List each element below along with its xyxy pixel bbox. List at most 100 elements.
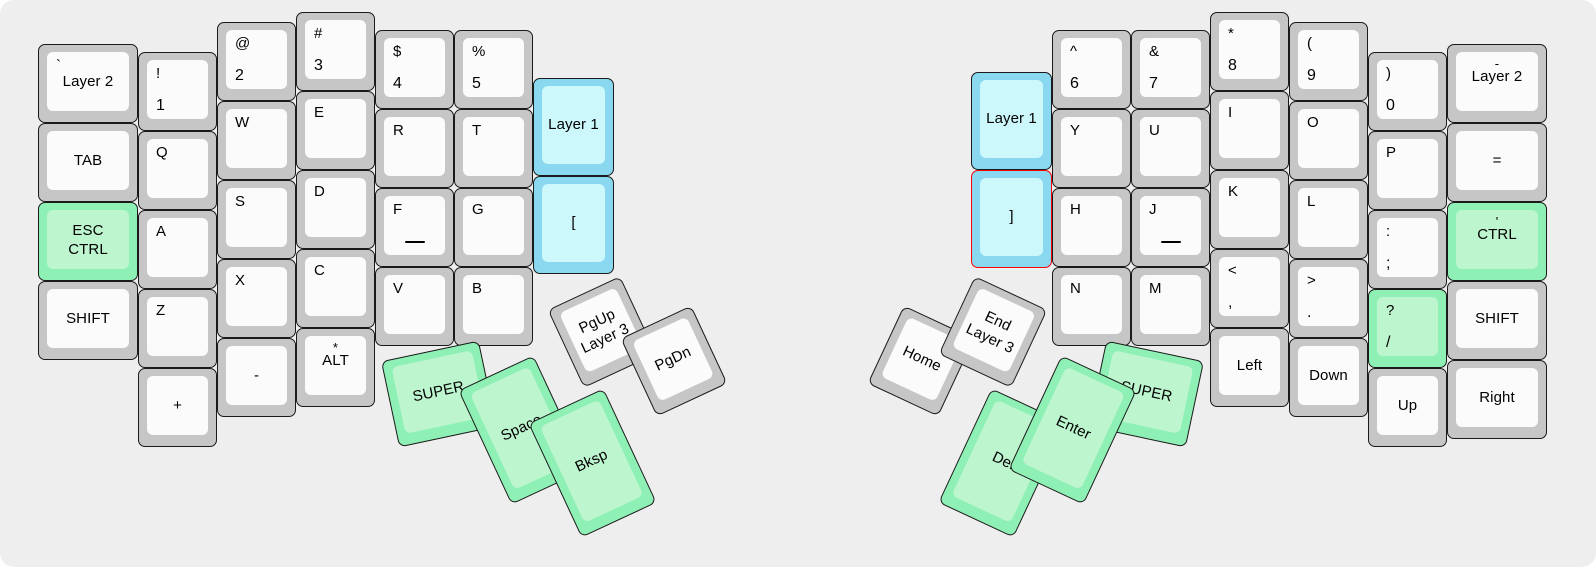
key-quote-ctrl[interactable]: 'CTRL xyxy=(1447,202,1547,281)
key-right[interactable]: Right xyxy=(1447,360,1547,439)
key-legend-center: Layer 1 xyxy=(986,110,1037,128)
key-layer1-right[interactable]: Layer 1 xyxy=(971,72,1052,170)
key-bracket-left[interactable]: [ xyxy=(533,176,614,274)
key-alt[interactable]: *ALT xyxy=(296,328,375,407)
keycap: X xyxy=(226,267,287,326)
key-4[interactable]: $4 xyxy=(375,30,454,109)
keycap: F xyxy=(384,196,445,255)
key-up[interactable]: Up xyxy=(1368,368,1447,447)
keycap: $4 xyxy=(384,38,445,97)
key-z[interactable]: Z xyxy=(138,289,217,368)
key-legend-center: ] xyxy=(1009,208,1014,226)
key-8[interactable]: *8 xyxy=(1210,12,1289,91)
key-x[interactable]: X xyxy=(217,259,296,338)
key-legend-top: % xyxy=(472,43,486,60)
keycap: Bksp xyxy=(539,399,644,523)
key-e[interactable]: E xyxy=(296,91,375,170)
key-9[interactable]: (9 xyxy=(1289,22,1368,101)
key-t[interactable]: T xyxy=(454,109,533,188)
key-7[interactable]: &7 xyxy=(1131,30,1210,109)
key-semicolon[interactable]: :; xyxy=(1368,210,1447,289)
keycap: O xyxy=(1298,109,1359,168)
key-legend-top: ! xyxy=(156,65,161,82)
key-3[interactable]: #3 xyxy=(296,12,375,91)
key-s[interactable]: S xyxy=(217,180,296,259)
key-legend-top: ^ xyxy=(1070,43,1078,60)
key-u[interactable]: U xyxy=(1131,109,1210,188)
key-l[interactable]: L xyxy=(1289,180,1368,259)
key-period[interactable]: >. xyxy=(1289,259,1368,338)
key-5[interactable]: %5 xyxy=(454,30,533,109)
key-tab[interactable]: TAB xyxy=(38,123,138,202)
key-legend-center: ALT xyxy=(322,352,349,370)
keycap: [ xyxy=(542,184,605,262)
key-shift-left[interactable]: SHIFT xyxy=(38,281,138,360)
key-v[interactable]: V xyxy=(375,267,454,346)
key-legend-bottom: 6 xyxy=(1070,75,1079,92)
key-legend-top: Q xyxy=(156,144,168,161)
key-j[interactable]: J xyxy=(1131,188,1210,267)
key-0[interactable]: )0 xyxy=(1368,52,1447,131)
keycap: ?/ xyxy=(1377,297,1438,356)
key-legend-center: SHIFT xyxy=(66,309,110,327)
key-h[interactable]: H xyxy=(1052,188,1131,267)
key-minus-layer2[interactable]: -Layer 2 xyxy=(1447,44,1547,123)
key-bracket-right[interactable]: ] xyxy=(971,170,1052,268)
key-legend-top: ? xyxy=(1386,302,1395,319)
key-equals[interactable]: = xyxy=(1447,123,1547,202)
key-grave-layer2[interactable]: `Layer 2 xyxy=(38,44,138,123)
key-q[interactable]: Q xyxy=(138,131,217,210)
keycap: T xyxy=(463,117,524,176)
key-legend-bottom: 2 xyxy=(235,67,244,84)
key-plus[interactable]: + xyxy=(138,368,217,447)
key-left[interactable]: Left xyxy=(1210,328,1289,407)
key-legend-top: X xyxy=(235,272,246,289)
key-legend-top: $ xyxy=(393,43,402,60)
key-a[interactable]: A xyxy=(138,210,217,289)
key-w[interactable]: W xyxy=(217,101,296,180)
key-p[interactable]: P xyxy=(1368,131,1447,210)
key-down[interactable]: Down xyxy=(1289,338,1368,417)
key-shift-right[interactable]: SHIFT xyxy=(1447,281,1547,360)
key-legend-top: R xyxy=(393,122,404,139)
key-y[interactable]: Y xyxy=(1052,109,1131,188)
key-i[interactable]: I xyxy=(1210,91,1289,170)
key-legend-top: P xyxy=(1386,144,1397,161)
key-legend-top: L xyxy=(1307,193,1316,210)
key-legend-top: & xyxy=(1149,43,1160,60)
key-legend-center: [ xyxy=(571,214,576,232)
key-slash[interactable]: ?/ xyxy=(1368,289,1447,368)
key-f[interactable]: F xyxy=(375,188,454,267)
key-minus-left[interactable]: - xyxy=(217,338,296,417)
keycap: (9 xyxy=(1298,30,1359,89)
key-m[interactable]: M xyxy=(1131,267,1210,346)
key-legend-top: ) xyxy=(1386,65,1392,82)
key-r[interactable]: R xyxy=(375,109,454,188)
key-g[interactable]: G xyxy=(454,188,533,267)
homing-bar-icon xyxy=(1160,241,1181,243)
key-1[interactable]: !1 xyxy=(138,52,217,131)
key-6[interactable]: ^6 xyxy=(1052,30,1131,109)
key-k[interactable]: K xyxy=(1210,170,1289,249)
key-layer1-left[interactable]: Layer 1 xyxy=(533,78,614,176)
key-legend-bottom: ; xyxy=(1386,255,1391,272)
key-legend-top: N xyxy=(1070,280,1081,297)
key-legend-bottom: 8 xyxy=(1228,57,1237,74)
key-comma[interactable]: <, xyxy=(1210,249,1289,328)
key-o[interactable]: O xyxy=(1289,101,1368,180)
key-2[interactable]: @2 xyxy=(217,22,296,101)
key-legend-center: Down xyxy=(1309,366,1348,384)
key-b[interactable]: B xyxy=(454,267,533,346)
key-legend-center: + xyxy=(173,396,182,414)
key-c[interactable]: C xyxy=(296,249,375,328)
key-d[interactable]: D xyxy=(296,170,375,249)
keycap: J xyxy=(1140,196,1201,255)
keycap: Layer 1 xyxy=(980,80,1043,158)
key-n[interactable]: N xyxy=(1052,267,1131,346)
key-legend-top: # xyxy=(314,25,323,42)
key-legend-center: Up xyxy=(1397,396,1418,414)
